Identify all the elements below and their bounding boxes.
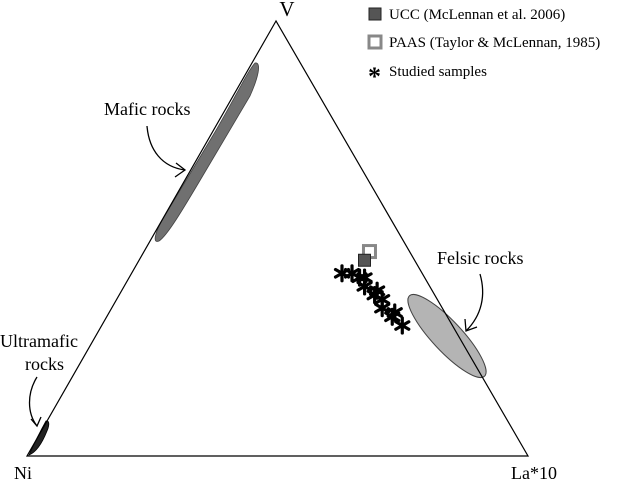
sample-point xyxy=(369,281,386,300)
sample-point xyxy=(374,299,391,318)
ultramafic-field xyxy=(28,420,50,456)
sample-point xyxy=(386,303,403,322)
ucc-legend-label: UCC (McLennan et al. 2006) xyxy=(389,7,565,23)
felsic-rocks-label: Felsic rocks xyxy=(437,248,523,268)
mafic-arrow xyxy=(146,125,187,178)
paas-legend-label: PAAS (Taylor & McLennan, 1985) xyxy=(389,35,600,51)
data-points xyxy=(333,244,411,335)
vertex-label-top: V xyxy=(279,0,294,21)
ultramafic-rocks-label-line2: rocks xyxy=(25,354,64,374)
vertex-label-bottom-right: La*10 xyxy=(511,463,557,483)
ultramafic-arrow xyxy=(28,376,42,428)
mafic-field xyxy=(154,62,260,242)
sample-point xyxy=(333,264,351,283)
samples-legend-label: Studied samples xyxy=(389,64,487,80)
paas-legend-marker xyxy=(367,34,383,50)
ternary-triangle xyxy=(25,19,530,457)
ultramafic-rocks-label-line1: Ultramafic xyxy=(0,331,78,351)
vertex-label-bottom-left: Ni xyxy=(14,463,32,483)
sample-point xyxy=(394,316,411,335)
felsic-field xyxy=(407,293,487,379)
mafic-rocks-label: Mafic rocks xyxy=(104,99,190,119)
samples-legend-marker: * xyxy=(368,62,381,91)
sample-point xyxy=(356,277,373,296)
legend: UCC (McLennan et al. 2006) PAAS (Taylor … xyxy=(367,7,600,91)
felsic-arrow xyxy=(464,273,484,332)
ucc-point xyxy=(358,253,371,267)
ucc-legend-marker xyxy=(368,7,382,21)
